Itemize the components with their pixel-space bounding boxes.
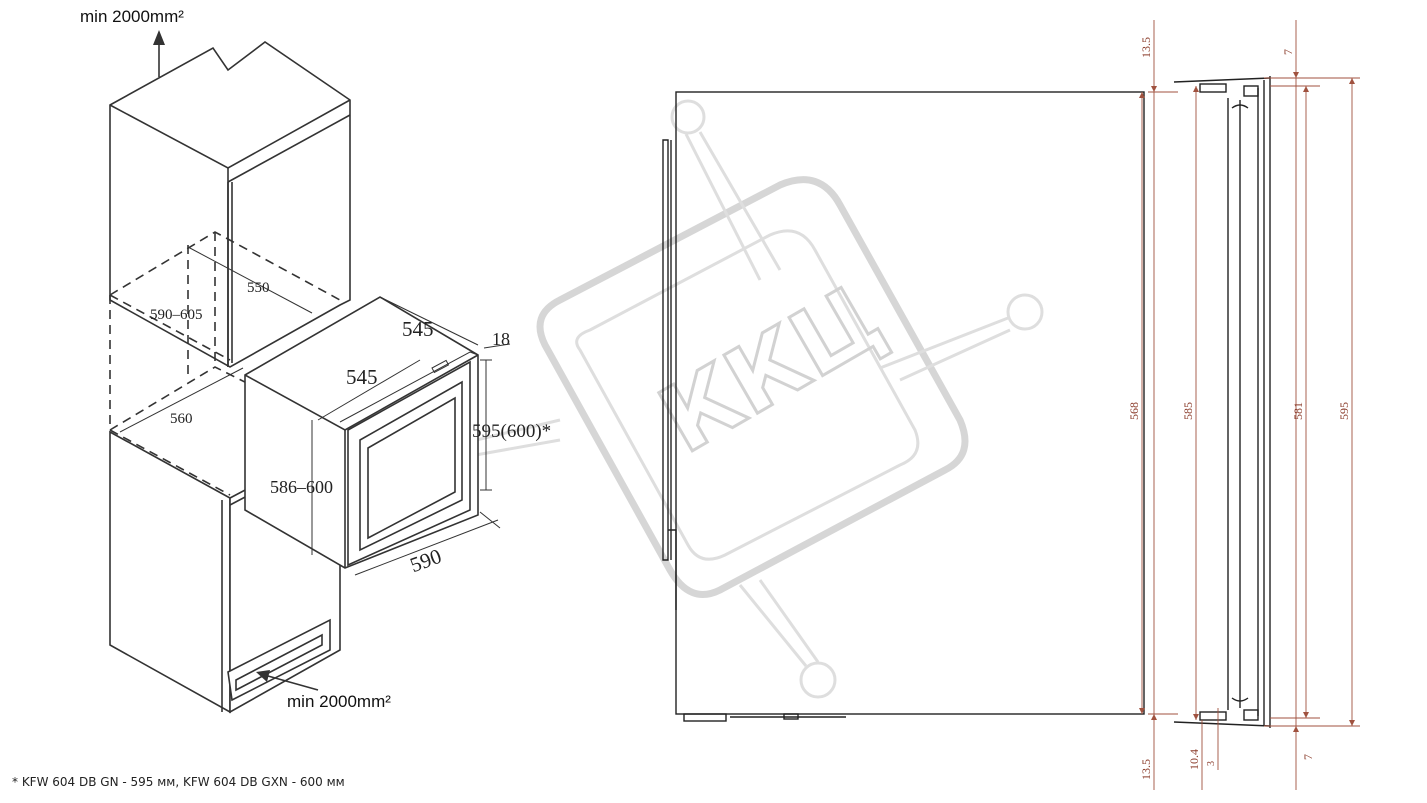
dim-568: 568 bbox=[1127, 402, 1141, 420]
dim-585: 585 bbox=[1181, 402, 1195, 420]
iso-dimension-lines bbox=[311, 297, 511, 576]
dim-7-top: 7 bbox=[1281, 49, 1295, 55]
watermark-text: ККЦ bbox=[643, 264, 901, 475]
isometric-cabinet: min 2000mm² min 2000mm² 550 590–605 560 … bbox=[80, 7, 551, 714]
watermark: ККЦ bbox=[380, 99, 1044, 699]
dim-581: 581 bbox=[1291, 402, 1305, 420]
side-view: 13.5 7 568 585 581 595 13.5 10.4 3 7 bbox=[662, 20, 1360, 790]
dim-10-4: 10.4 bbox=[1187, 749, 1201, 770]
cabinet-upper bbox=[109, 41, 351, 368]
dim-545-top: 545 bbox=[402, 317, 434, 341]
dim-595-600: 595(600)* bbox=[472, 421, 551, 442]
watermark-circle-right bbox=[879, 293, 1044, 382]
side-dimension-lines bbox=[1139, 20, 1360, 790]
side-body bbox=[675, 91, 1145, 715]
dim-560: 560 bbox=[170, 411, 193, 427]
appliance-box bbox=[244, 296, 479, 569]
dim-590-605: 590–605 bbox=[150, 307, 203, 323]
dim-586-600: 586–600 bbox=[270, 477, 333, 497]
watermark-circle-bottom bbox=[738, 579, 837, 699]
vent-arrow-bottom bbox=[256, 670, 319, 691]
watermark-circle-top bbox=[670, 99, 782, 281]
niche-dashed bbox=[109, 231, 341, 496]
vent-top-label: min 2000mm² bbox=[80, 7, 184, 26]
dim-13-5-top: 13.5 bbox=[1139, 37, 1153, 58]
dim-13-5-bottom: 13.5 bbox=[1139, 759, 1153, 780]
dim-590: 590 bbox=[407, 544, 445, 577]
dim-595: 595 bbox=[1337, 402, 1351, 420]
dim-3: 3 bbox=[1206, 761, 1217, 766]
dim-7-bottom: 7 bbox=[1301, 754, 1315, 760]
vent-bottom-label: min 2000mm² bbox=[287, 692, 391, 711]
door-profile bbox=[1173, 76, 1271, 728]
dim-18: 18 bbox=[492, 329, 510, 349]
footnote: * KFW 604 DB GN - 595 мм, KFW 604 DB GXN… bbox=[12, 775, 345, 789]
dim-550: 550 bbox=[247, 280, 270, 296]
vent-arrow-top bbox=[153, 30, 165, 77]
feet bbox=[683, 713, 846, 722]
dim-545-mid: 545 bbox=[346, 365, 378, 389]
